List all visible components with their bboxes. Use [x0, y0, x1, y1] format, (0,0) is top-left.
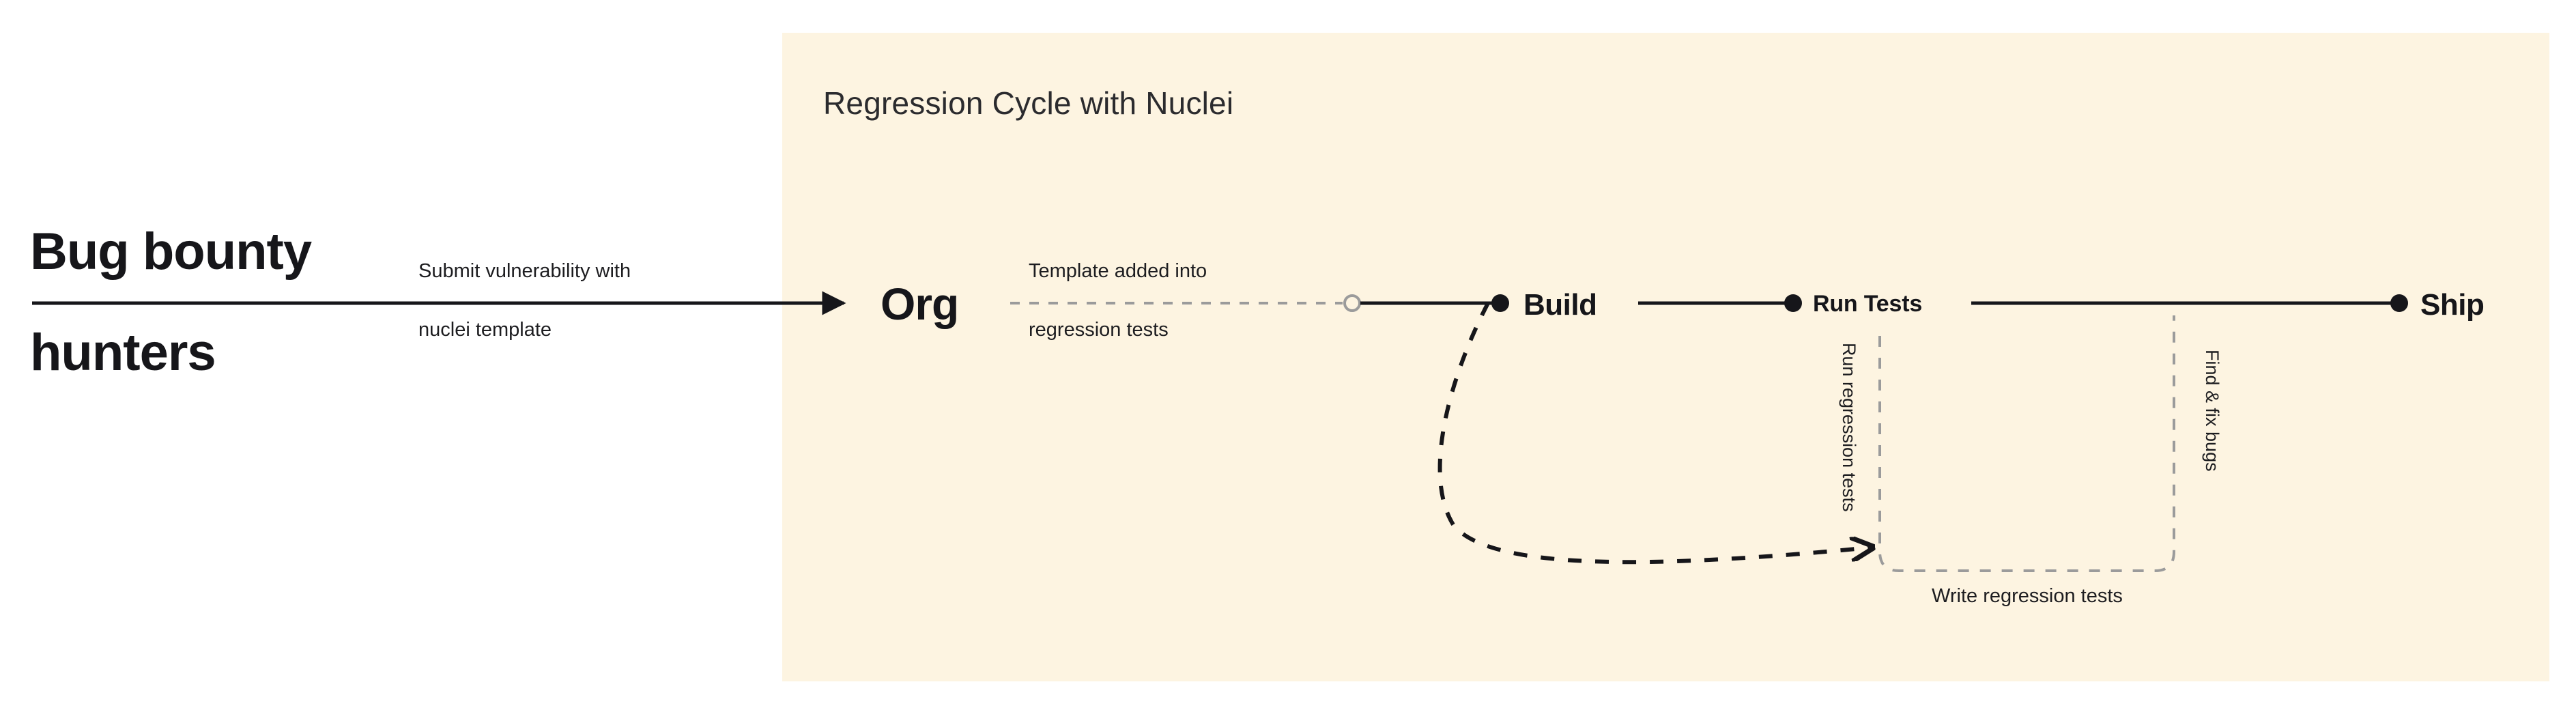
edge-template-label-line2: regression tests [1029, 319, 1169, 341]
node-dot-run-tests[interactable] [1784, 294, 1802, 312]
edge-find-fix-bugs-label: Find & fix bugs [2202, 350, 2222, 472]
edge-write-regression-label: Write regression tests [1932, 585, 2123, 607]
node-label-org[interactable]: Org [881, 279, 959, 329]
node-label-ship[interactable]: Ship [2420, 288, 2485, 322]
source-label-line1: Bug bounty [30, 223, 312, 281]
node-dot-ship[interactable] [2390, 294, 2408, 312]
panel-title: Regression Cycle with Nuclei [823, 85, 1233, 121]
edge-submit-label-line2: nuclei template [418, 319, 552, 341]
edge-regression-loop [1437, 302, 1870, 565]
edge-template-label-line1: Template added into [1029, 260, 1207, 282]
node-dot-build[interactable] [1491, 294, 1509, 312]
source-label-line2: hunters [30, 324, 216, 382]
edge-run-regression-label: Run regression tests [1839, 343, 1859, 512]
node-gate-hollow[interactable] [1343, 294, 1361, 312]
bracket-write-regression-tests [1878, 315, 2175, 572]
node-label-build[interactable]: Build [1523, 288, 1597, 322]
node-label-run-tests[interactable]: Run Tests [1813, 291, 1922, 317]
edge-submit-label-line1: Submit vulnerability with [418, 260, 631, 282]
panel-background [782, 33, 2549, 681]
